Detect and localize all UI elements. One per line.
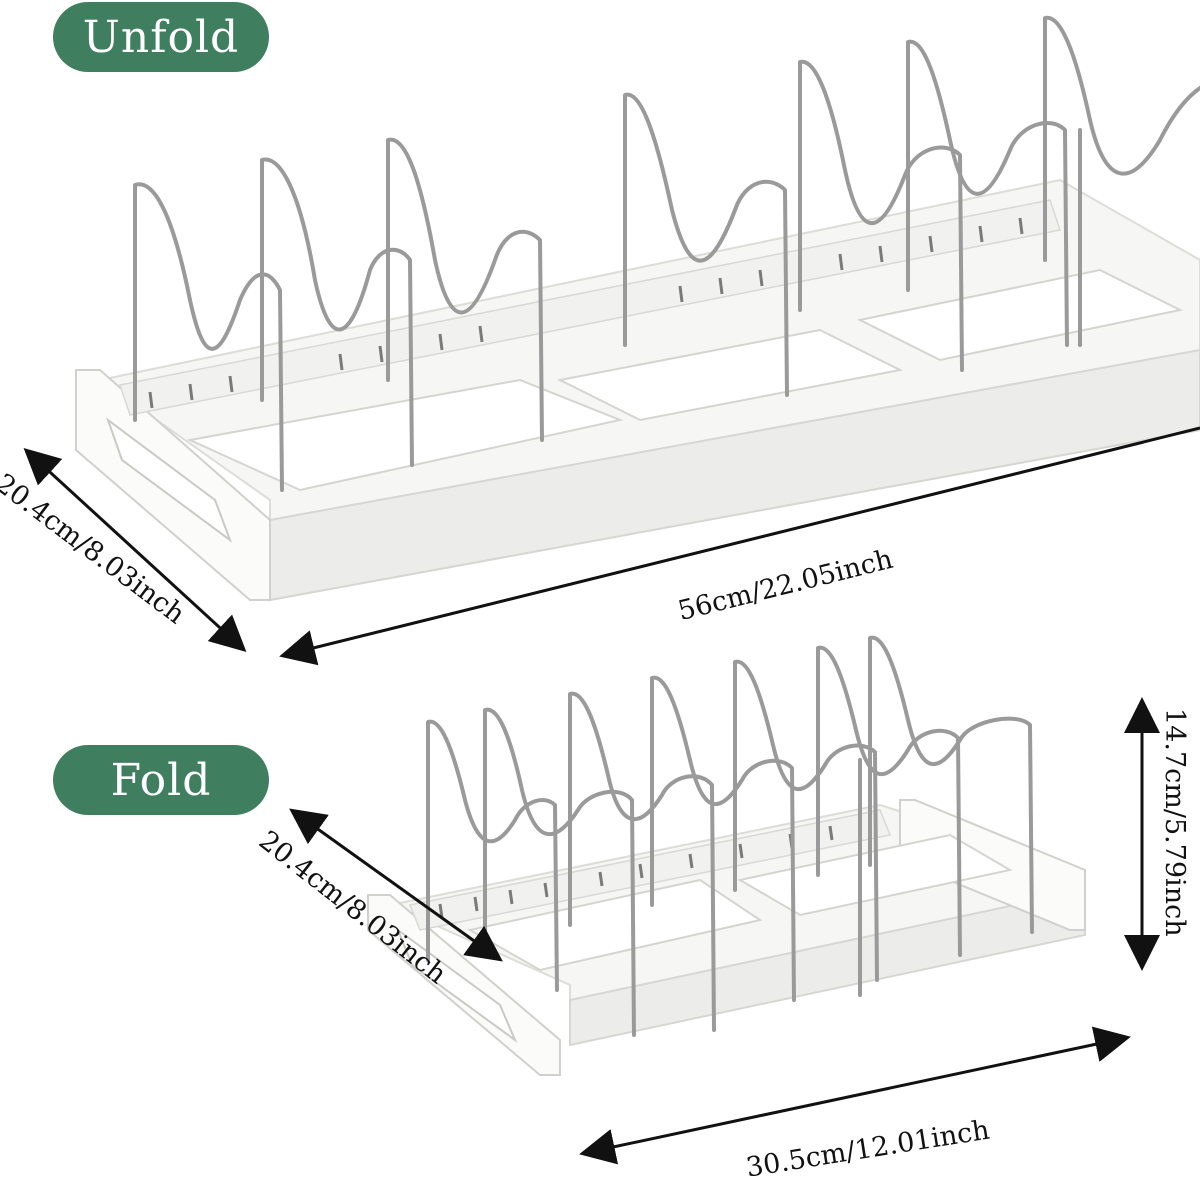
fold-label: Fold xyxy=(53,745,269,815)
fold-frame-opening xyxy=(467,878,763,972)
unfold-slot-rail xyxy=(119,199,1061,416)
fold-rack xyxy=(367,635,1086,1076)
fold-tray-front xyxy=(569,888,1086,1047)
fold-depth-arrow xyxy=(289,808,503,962)
unfold-depth-arrow xyxy=(23,447,247,653)
unfold-rack xyxy=(75,15,1200,602)
unfold-wire-dividers xyxy=(133,15,1200,492)
fold-wire-dividers xyxy=(426,635,1034,1037)
fold-height-label: 14.7cm/5.79inch xyxy=(1159,708,1190,937)
unfold-frame-opening xyxy=(856,268,1184,362)
unfold-frame-opening xyxy=(556,328,904,422)
unfold-label: Unfold xyxy=(53,2,269,72)
unfold-width-arrow xyxy=(279,426,1200,666)
unfold-slots xyxy=(148,217,1024,409)
fold-width-arrow xyxy=(579,1026,1131,1165)
